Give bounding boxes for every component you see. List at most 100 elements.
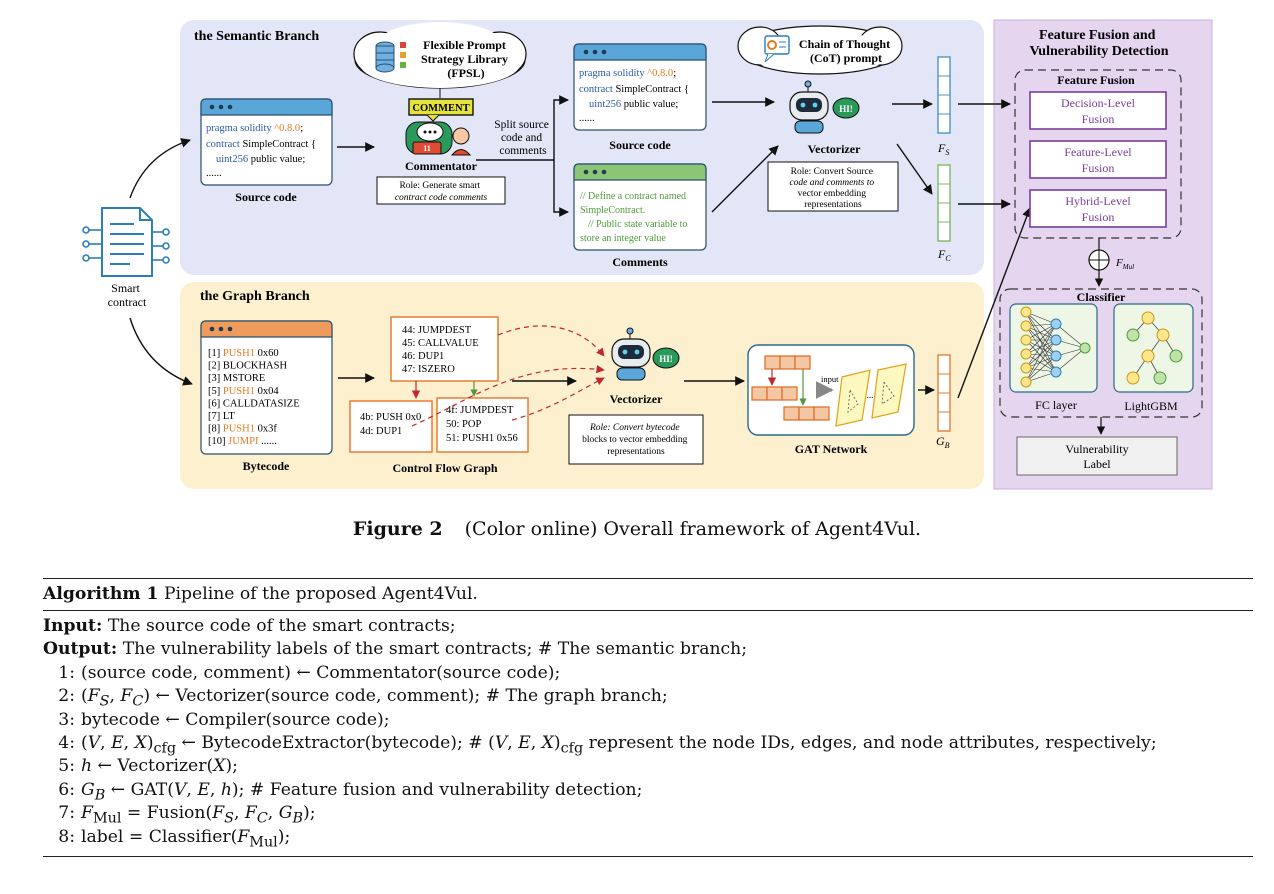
feature-fusion-group [1014,69,1182,239]
semantic-branch-title: the Semantic Branch [194,29,319,44]
vectorizer-role-box-semantic: Role: Convert Source code and comments t… [767,161,899,212]
svg-text:input: input [821,374,839,384]
cfg-right-block: 4f: JUMPDEST 50: POP 51: PUSH1 0x56 [436,397,529,453]
svg-text:// Define a contract named: // Define a contract named SimpleContrac… [580,191,690,244]
commentator-role-box: Role: Generate smart contract code comme… [376,176,506,205]
svg-text:4f: JUMPDEST 50: POP: 4f: JUMPDEST 50: POP 51: PUSH1 0x56 [446,405,518,444]
fc-layer-label: FC layer [1035,398,1077,412]
bytecode-line: [10] JUMPI ...... [208,436,277,447]
algorithm-body: Input: The source code of the smart cont… [43,611,1253,856]
vectorizer-label-graph: Vectorizer [610,392,664,406]
vectorizer-label-semantic: Vectorizer [808,142,862,156]
fmul-label: FMul [1115,257,1134,271]
svg-text:11: 11 [423,144,431,153]
cfg-left-block: 4b: PUSH 0x0 4d: DUP1 [349,400,433,453]
output-label: Output: [43,639,118,660]
input-text: The source code of the smart contracts; [107,616,456,636]
fc-layer-icon [1009,303,1098,393]
framework-diagram: the Semantic Branch the Graph Branch Sma… [82,19,1213,490]
split-source-code-window: pragma solidity ^0.8.0; contract SimpleC… [573,43,707,131]
graph-branch-title: the Graph Branch [200,289,310,304]
svg-text:Role: Convert bytecode b: Role: Convert bytecode blocks to vector … [582,423,690,457]
algorithm-input: Input: The source code of the smart cont… [43,615,1253,638]
figure-caption-text: (Color online) Overall framework of Agen… [464,518,922,540]
algorithm-step: 4:(V, E, X)cfg ← BytecodeExtractor(bytec… [43,732,1253,756]
fc-label: FC [937,247,951,263]
source-code-label: Source code [235,190,297,204]
algorithm-step: 8:label = Classifier(FMul); [43,826,1253,850]
algorithm-header: Algorithm 1 Pipeline of the proposed Age… [43,579,1253,610]
bytecode-line: [2] BLOCKHASH [208,361,287,372]
bytecode-label: Bytecode [243,459,290,473]
output-text: The vulnerability labels of the smart co… [122,639,748,660]
bytecode-lines: [1] PUSH1 0x60[2] BLOCKHASH[3] MSTORE[5]… [208,348,300,447]
figure-caption: Figure 2 (Color online) Overall framework… [0,518,1274,540]
comments-window: // Define a contract named SimpleContrac… [573,163,707,251]
bytecode-line: [3] MSTORE [208,373,265,384]
bytecode-line: [6] CALLDATASIZE [208,398,300,409]
step-text: bytecode ← Compiler(source code); [81,709,390,730]
cfg-top-block: 44: JUMPDEST 45: CALLVALUE 46: DUP1 47: … [390,316,499,382]
step-number: 3: [58,709,75,730]
algorithm-step: 5:h ← Vectorizer(X); [43,755,1253,778]
gb-label: GB [936,434,950,450]
svg-text:uint256 public value;: uint256 public value; [589,99,678,110]
svg-text:......: ...... [206,168,222,179]
svg-text:Role: Convert Source cod: Role: Convert Source code and comments t… [789,167,876,210]
step-number: 1: [58,662,75,683]
algorithm-top-rule [43,578,1253,579]
algorithm-step: 3: bytecode ← Compiler(source code); [43,709,1253,732]
step-text: (source code, comment) ← Commentator(sou… [81,662,561,683]
classifier-group [999,288,1203,418]
prompt-icon [764,35,790,63]
svg-text:uint256 public value;: uint256 public value; [216,154,305,165]
svg-text:COMMENT: COMMENT [412,103,469,114]
algorithm-step: 2:(FS, FC) ← Vectorizer(source code, com… [43,685,1253,709]
step-text: GB ← GAT(V, E, h); # Feature fusion and … [81,779,643,804]
cot-label: Chain of Thought (CoT) prompt [799,37,893,65]
step-number: 2: [58,686,75,707]
step-number: 8: [58,826,75,847]
step-text: FMul = Fusion(FS, FC, GB); [81,803,316,827]
source-code-window: pragma solidity ^0.8.0; contract SimpleC… [200,98,333,186]
algorithm-step: 6: GB ← GAT(V, E, h); # Feature fusion an… [43,779,1253,804]
svg-text:contract SimpleContract {: contract SimpleContract { [206,139,316,150]
fs-label: FS [937,141,949,157]
algorithm-step: 7:FMul = Fusion(FS, FC, GB); [43,802,1253,827]
figure-caption-label: Figure 2 [352,518,443,540]
algorithm-steps: 1: (source code, comment) ← Commentator(s… [43,662,1253,850]
algorithm-block: Algorithm 1 Pipeline of the proposed Age… [43,578,1253,857]
gat-label: GAT Network [795,442,868,456]
svg-text:pragma solidity ^0.8.0;: pragma solidity ^0.8.0; [579,68,676,79]
feature-fusion-title: Feature Fusion [1057,73,1135,87]
algorithm-output: Output: The vulnerability labels of the … [43,638,1253,661]
bytecode-line: [7] LT [208,411,235,422]
fs-vector [937,56,951,134]
step-number: 6: [58,779,75,800]
step-number: 5: [58,756,75,777]
lightgbm-label: LightGBM [1124,399,1178,413]
cfg-label: Control Flow Graph [392,461,497,475]
fpsl-cloud [353,22,527,89]
document-icon [82,207,170,277]
bytecode-line: [8] PUSH1 0x3f [208,424,277,435]
fc-vector [937,164,951,242]
algorithm-step: 1: (source code, comment) ← Commentator(s… [43,662,1253,685]
svg-text:......: ...... [579,113,595,124]
algorithm-title: Pipeline of the proposed Agent4Vul. [163,584,478,604]
smart-contract-label: Smart contract [108,281,147,309]
bytecode-line: [5] PUSH1 0x04 [208,386,279,397]
input-label: Input: [43,616,103,636]
step-number: 4: [58,732,75,753]
fusion-title: Feature Fusion and Vulnerability Detecti… [1029,28,1168,59]
svg-text:HI!: HI! [839,104,853,114]
